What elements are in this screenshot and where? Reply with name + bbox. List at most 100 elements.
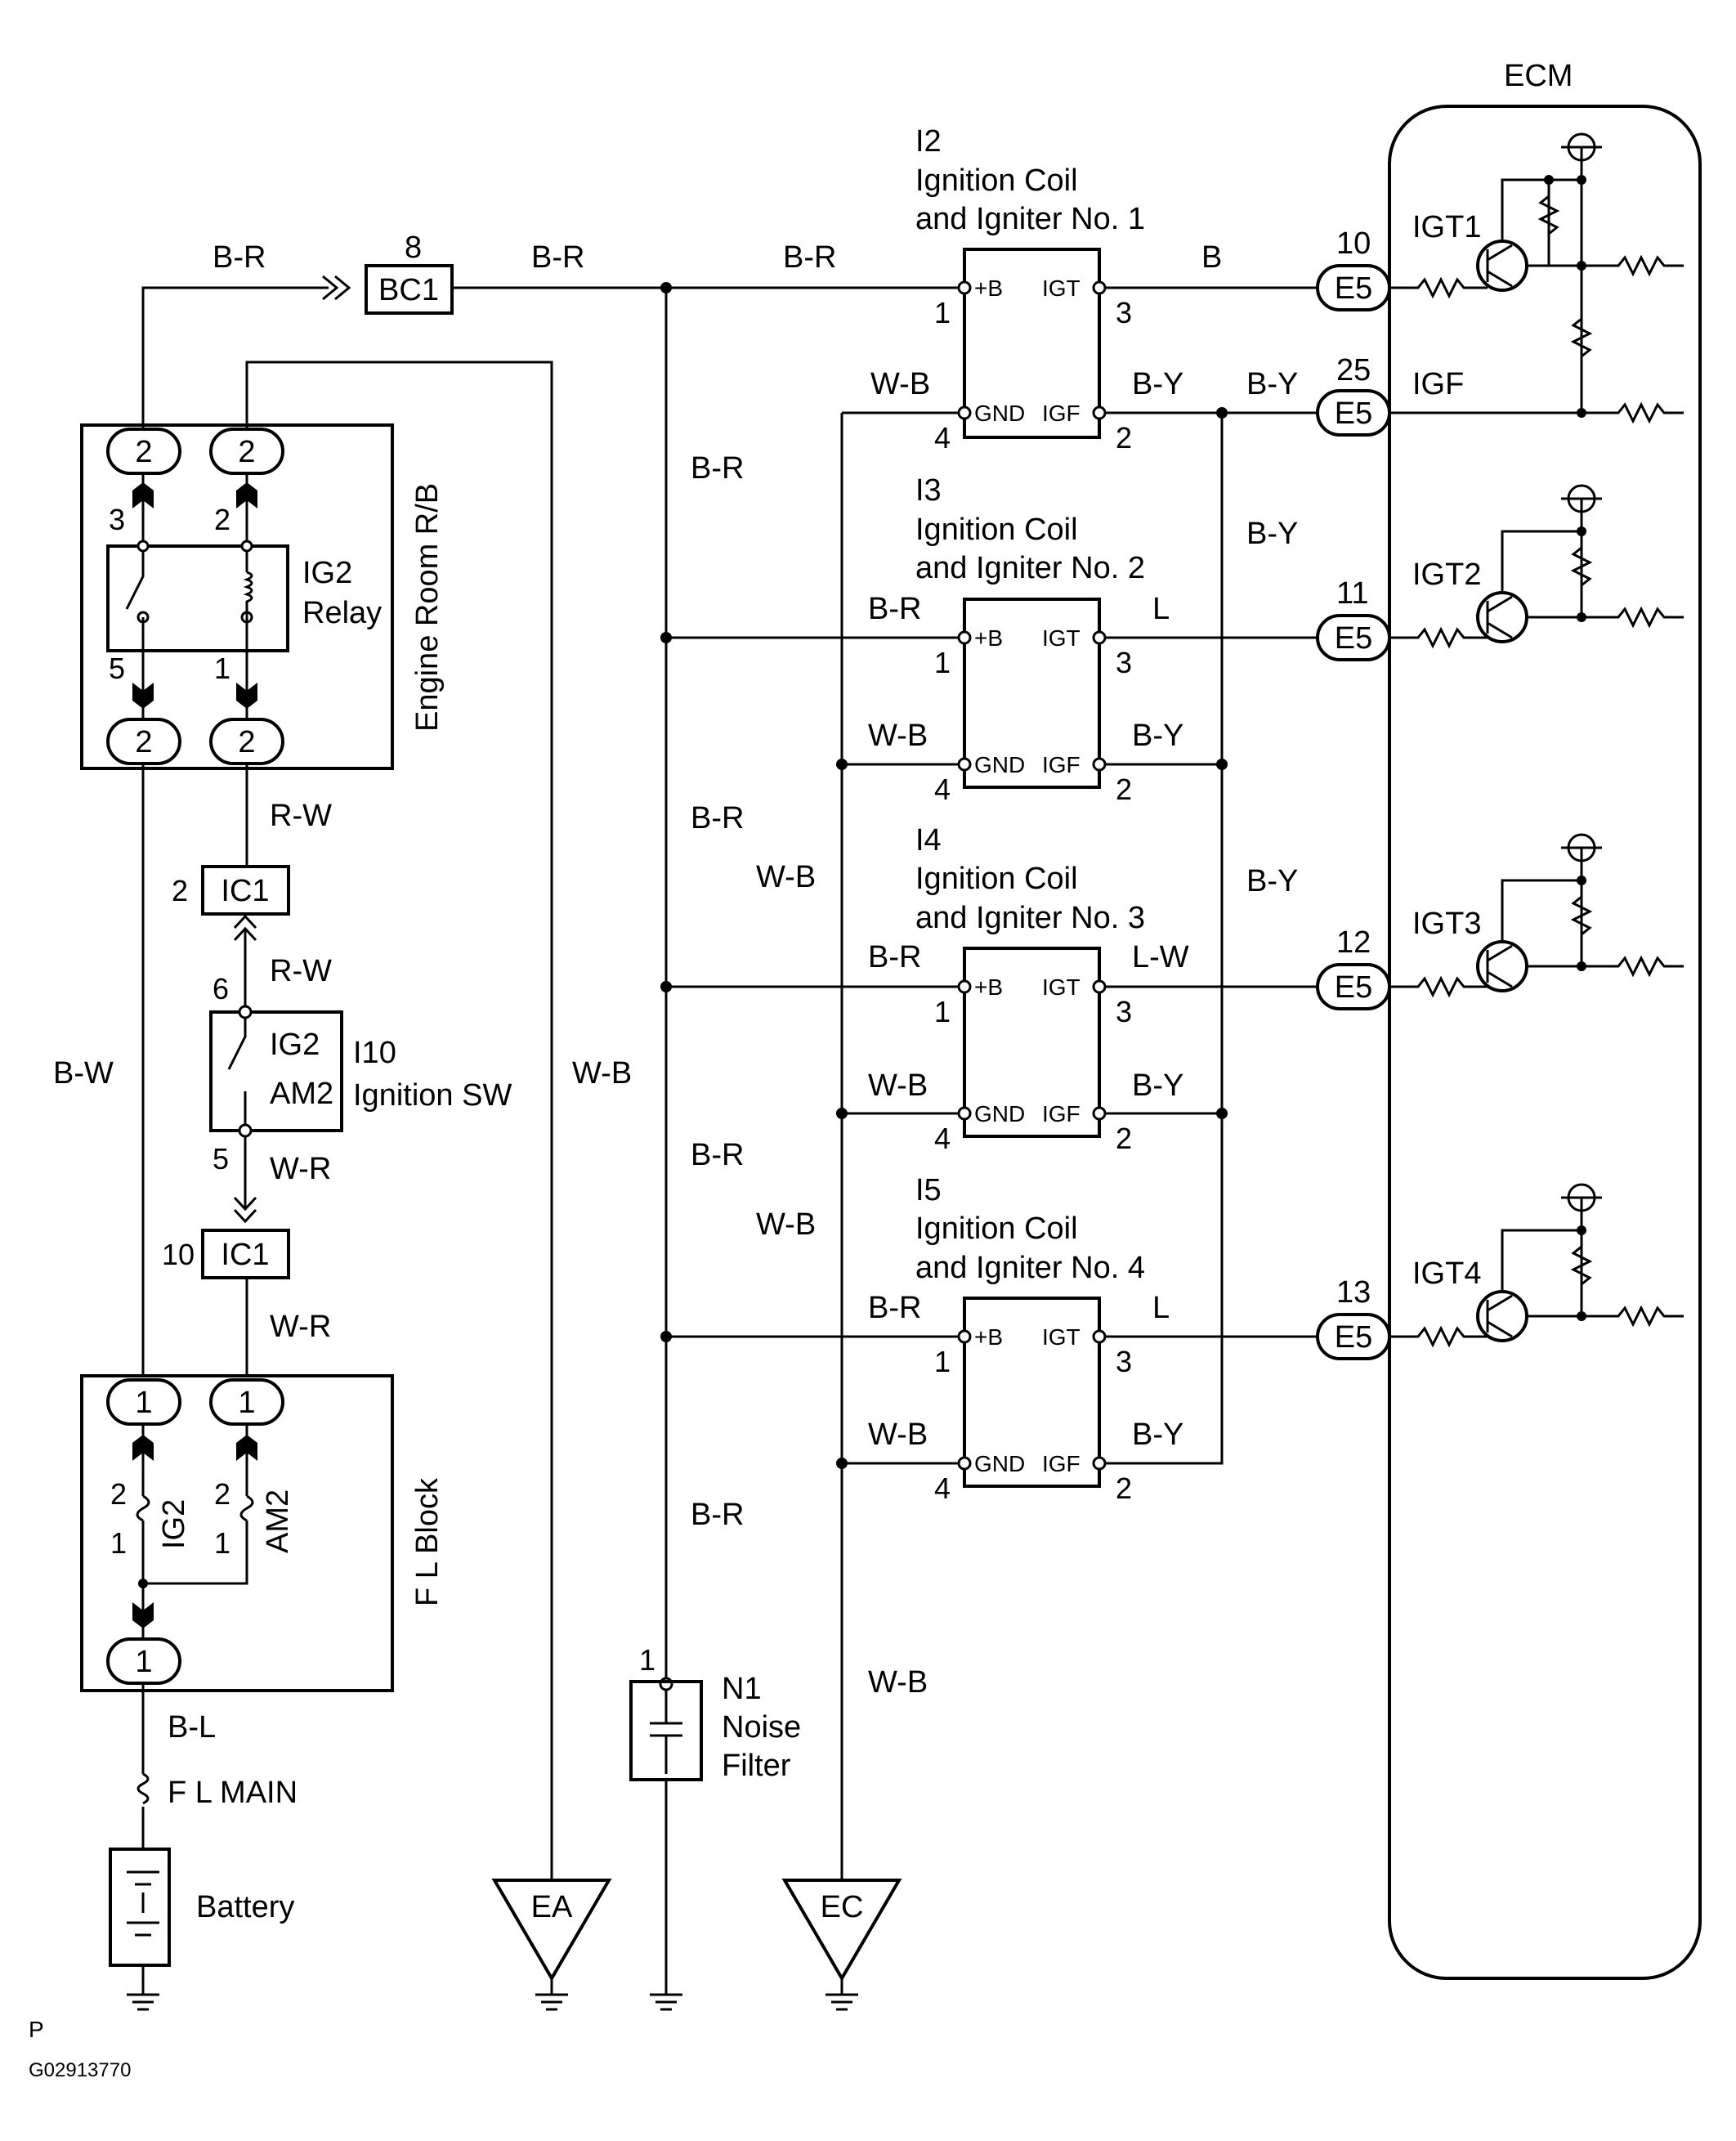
engine-room-relay-block: Engine Room R/B 2 2 2 2 IG2 Relay 3 2 5 …: [80, 423, 445, 770]
svg-text:3: 3: [1116, 995, 1132, 1028]
svg-text:1: 1: [934, 995, 951, 1028]
svg-text:4: 4: [934, 1471, 951, 1505]
svg-text:IGT: IGT: [1042, 974, 1081, 1000]
svg-text:IGF: IGF: [1042, 1101, 1081, 1126]
svg-text:+B: +B: [974, 275, 1003, 301]
svg-text:2: 2: [135, 725, 152, 759]
svg-text:Ignition Coil: Ignition Coil: [915, 513, 1078, 547]
svg-text:W-B: W-B: [756, 1207, 816, 1242]
svg-text:Noise: Noise: [722, 1710, 801, 1745]
svg-text:B-L: B-L: [168, 1710, 216, 1745]
ignition-coil-i2: I2 Ignition Coil and Igniter No. 1 +B IG…: [842, 124, 1318, 455]
ignition-coil-i4: I4 Ignition Coil and Igniter No. 3 +B IG…: [666, 823, 1391, 1155]
svg-text:2: 2: [1116, 421, 1132, 455]
svg-text:L: L: [1152, 592, 1170, 626]
svg-text:I4: I4: [915, 823, 942, 858]
footer-p: P: [29, 2017, 44, 2042]
noise-filter-n1: 1 N1 Noise Filter: [629, 1643, 801, 2011]
svg-text:IG2: IG2: [302, 556, 352, 590]
svg-text:IGF: IGF: [1042, 1451, 1081, 1476]
svg-text:8: 8: [405, 231, 422, 265]
svg-text:Relay: Relay: [302, 596, 382, 630]
svg-text:B-Y: B-Y: [1246, 517, 1298, 551]
svg-text:1: 1: [135, 1386, 152, 1420]
svg-text:1: 1: [110, 1526, 127, 1560]
svg-text:B-Y: B-Y: [1132, 1068, 1183, 1103]
svg-text:Ignition Coil: Ignition Coil: [915, 1212, 1078, 1246]
svg-text:B-Y: B-Y: [1132, 1418, 1183, 1452]
svg-text:and Igniter No. 2: and Igniter No. 2: [915, 551, 1145, 585]
ecm-igt-circuits: IGT1 IGT2 IGT3 IGT4: [1389, 132, 1684, 1348]
svg-text:+B: +B: [974, 974, 1003, 1000]
svg-text:E5: E5: [1335, 970, 1372, 1005]
svg-text:I2: I2: [915, 124, 942, 159]
svg-text:Battery: Battery: [196, 1890, 294, 1924]
svg-text:W-R: W-R: [270, 1152, 331, 1186]
svg-text:and Igniter No. 4: and Igniter No. 4: [915, 1251, 1145, 1285]
svg-text:1: 1: [238, 1386, 255, 1420]
svg-text:IGT2: IGT2: [1412, 558, 1481, 592]
svg-text:W-B: W-B: [572, 1056, 632, 1091]
svg-text:IGT: IGT: [1042, 625, 1081, 651]
svg-text:5: 5: [109, 652, 125, 685]
svg-text:3: 3: [1116, 296, 1132, 329]
svg-text:B-R: B-R: [691, 1498, 744, 1532]
svg-text:B-R: B-R: [691, 1138, 744, 1172]
svg-text:4: 4: [934, 773, 951, 806]
svg-text:IC1: IC1: [221, 874, 269, 908]
svg-text:B-R: B-R: [213, 240, 266, 275]
svg-text:E5: E5: [1335, 396, 1372, 431]
svg-text:E5: E5: [1335, 1320, 1372, 1355]
svg-text:+B: +B: [974, 625, 1003, 651]
svg-text:1: 1: [214, 1526, 230, 1560]
svg-text:4: 4: [934, 1122, 951, 1155]
svg-text:10: 10: [1336, 226, 1371, 261]
svg-text:2: 2: [135, 435, 152, 469]
svg-text:2: 2: [172, 874, 188, 907]
svg-text:GND: GND: [974, 1451, 1025, 1476]
svg-text:IGF: IGF: [1042, 401, 1081, 426]
svg-text:B-Y: B-Y: [1132, 719, 1183, 753]
ignition-coil-i3: I3 Ignition Coil and Igniter No. 2 +B IG…: [666, 473, 1391, 806]
svg-text:1: 1: [934, 646, 951, 679]
svg-text:IG2: IG2: [270, 1028, 320, 1062]
svg-text:11: 11: [1336, 576, 1368, 611]
svg-text:B-R: B-R: [691, 451, 744, 486]
svg-text:+B: +B: [974, 1324, 1003, 1350]
svg-text:1: 1: [135, 1645, 152, 1679]
connector-bc1: [365, 264, 454, 315]
svg-text:AM2: AM2: [261, 1489, 295, 1553]
svg-text:1: 1: [934, 1345, 951, 1378]
svg-text:N1: N1: [722, 1672, 762, 1706]
figure-code: G02913770: [29, 2059, 131, 2081]
svg-text:IGT3: IGT3: [1412, 907, 1481, 941]
svg-text:5: 5: [213, 1142, 229, 1176]
svg-text:13: 13: [1336, 1275, 1371, 1310]
ignition-coil-i5: I5 Ignition Coil and Igniter No. 4 +B IG…: [666, 1173, 1391, 1505]
svg-text:B-Y: B-Y: [1246, 367, 1298, 401]
svg-text:B-R: B-R: [531, 240, 584, 275]
svg-text:B-R: B-R: [868, 592, 921, 626]
svg-text:I10: I10: [353, 1036, 396, 1070]
svg-text:GND: GND: [974, 752, 1025, 777]
ignition-switch-i10: IG2 AM2 6 5 I10 Ignition SW: [209, 972, 512, 1176]
fl-block: F L Block 1 1 1 IG2 AM2 2 1 2 1: [80, 1374, 445, 1692]
svg-text:IC1: IC1: [221, 1238, 269, 1272]
ground-ea: EA: [491, 1879, 612, 2011]
svg-text:W-B: W-B: [868, 1068, 928, 1103]
svg-text:Engine Room R/B: Engine Room R/B: [410, 483, 445, 732]
svg-text:GND: GND: [974, 1101, 1025, 1126]
ecm-box: [1388, 105, 1702, 1980]
svg-text:E5: E5: [1335, 621, 1372, 656]
svg-text:W-B: W-B: [756, 860, 816, 894]
svg-text:4: 4: [934, 421, 951, 455]
svg-text:R-W: R-W: [270, 954, 332, 988]
svg-text:IGT1: IGT1: [1412, 210, 1481, 244]
svg-text:B-W: B-W: [53, 1056, 114, 1091]
svg-text:1: 1: [639, 1643, 655, 1677]
svg-text:L-W: L-W: [1132, 940, 1189, 974]
svg-text:Filter: Filter: [722, 1749, 791, 1783]
svg-text:25: 25: [1336, 353, 1371, 387]
svg-text:I5: I5: [915, 1173, 942, 1207]
